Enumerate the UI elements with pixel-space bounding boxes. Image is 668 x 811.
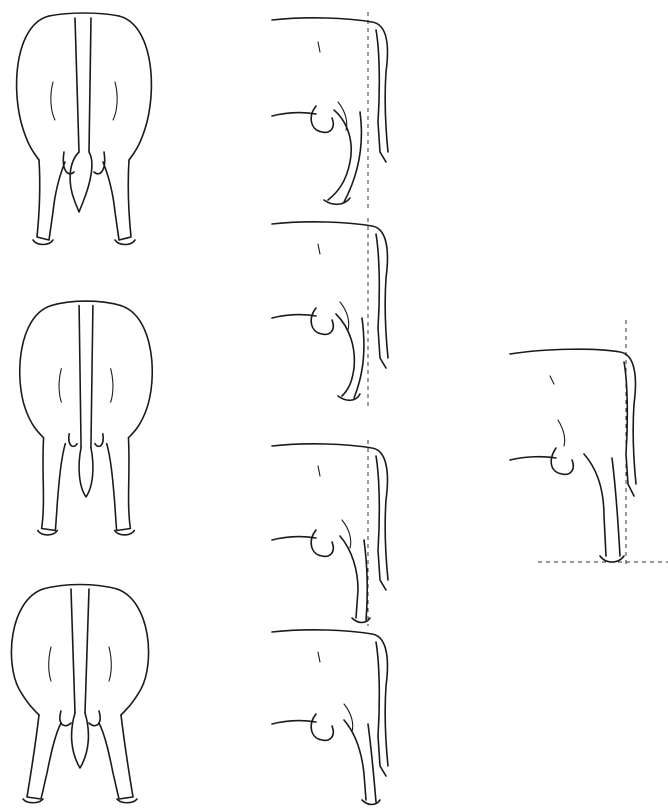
side-view-2 [268,218,398,408]
reference-side-view [508,320,668,570]
rear-view-1 [8,12,160,252]
side-view-3 [268,440,398,626]
side-view-1 [268,12,398,212]
rear-view-2 [12,298,160,540]
rear-view-3 [4,583,156,805]
side-view-4 [268,628,398,808]
